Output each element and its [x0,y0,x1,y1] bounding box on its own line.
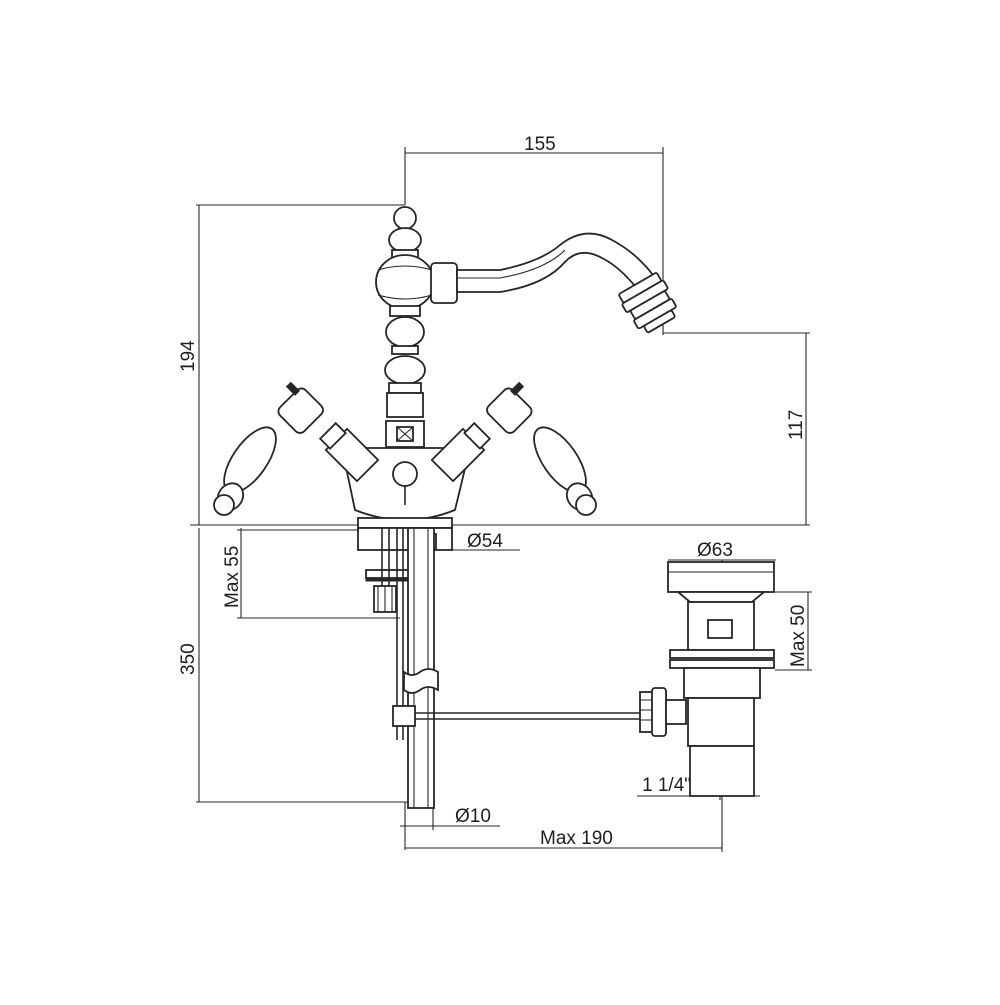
fixing-assembly [357,527,655,809]
spout-height-label: 117 [786,410,807,440]
right-handle [430,381,597,516]
base-diameter-label: Ø54 [467,531,503,552]
spout [430,232,677,334]
spout-reach-label: 155 [524,134,556,155]
popup-waste [639,561,775,797]
dimension-labels: 155 194 117 Ø54 Max 55 350 Ø63 Max 50 1 … [178,134,809,849]
waste-max-height-label: Max 50 [788,605,809,667]
supply-length-label: 350 [178,643,199,675]
left-handle [213,381,380,516]
max-thickness-label: Max 55 [222,546,243,608]
rod-diameter-label: Ø10 [455,806,491,827]
total-height-label: 194 [178,340,199,372]
dimension-lines [190,147,812,852]
rod-max-length-label: Max 190 [540,828,613,849]
waste-diameter-label: Ø63 [697,540,733,561]
waste-thread-label: 1 1/4" [642,775,691,796]
